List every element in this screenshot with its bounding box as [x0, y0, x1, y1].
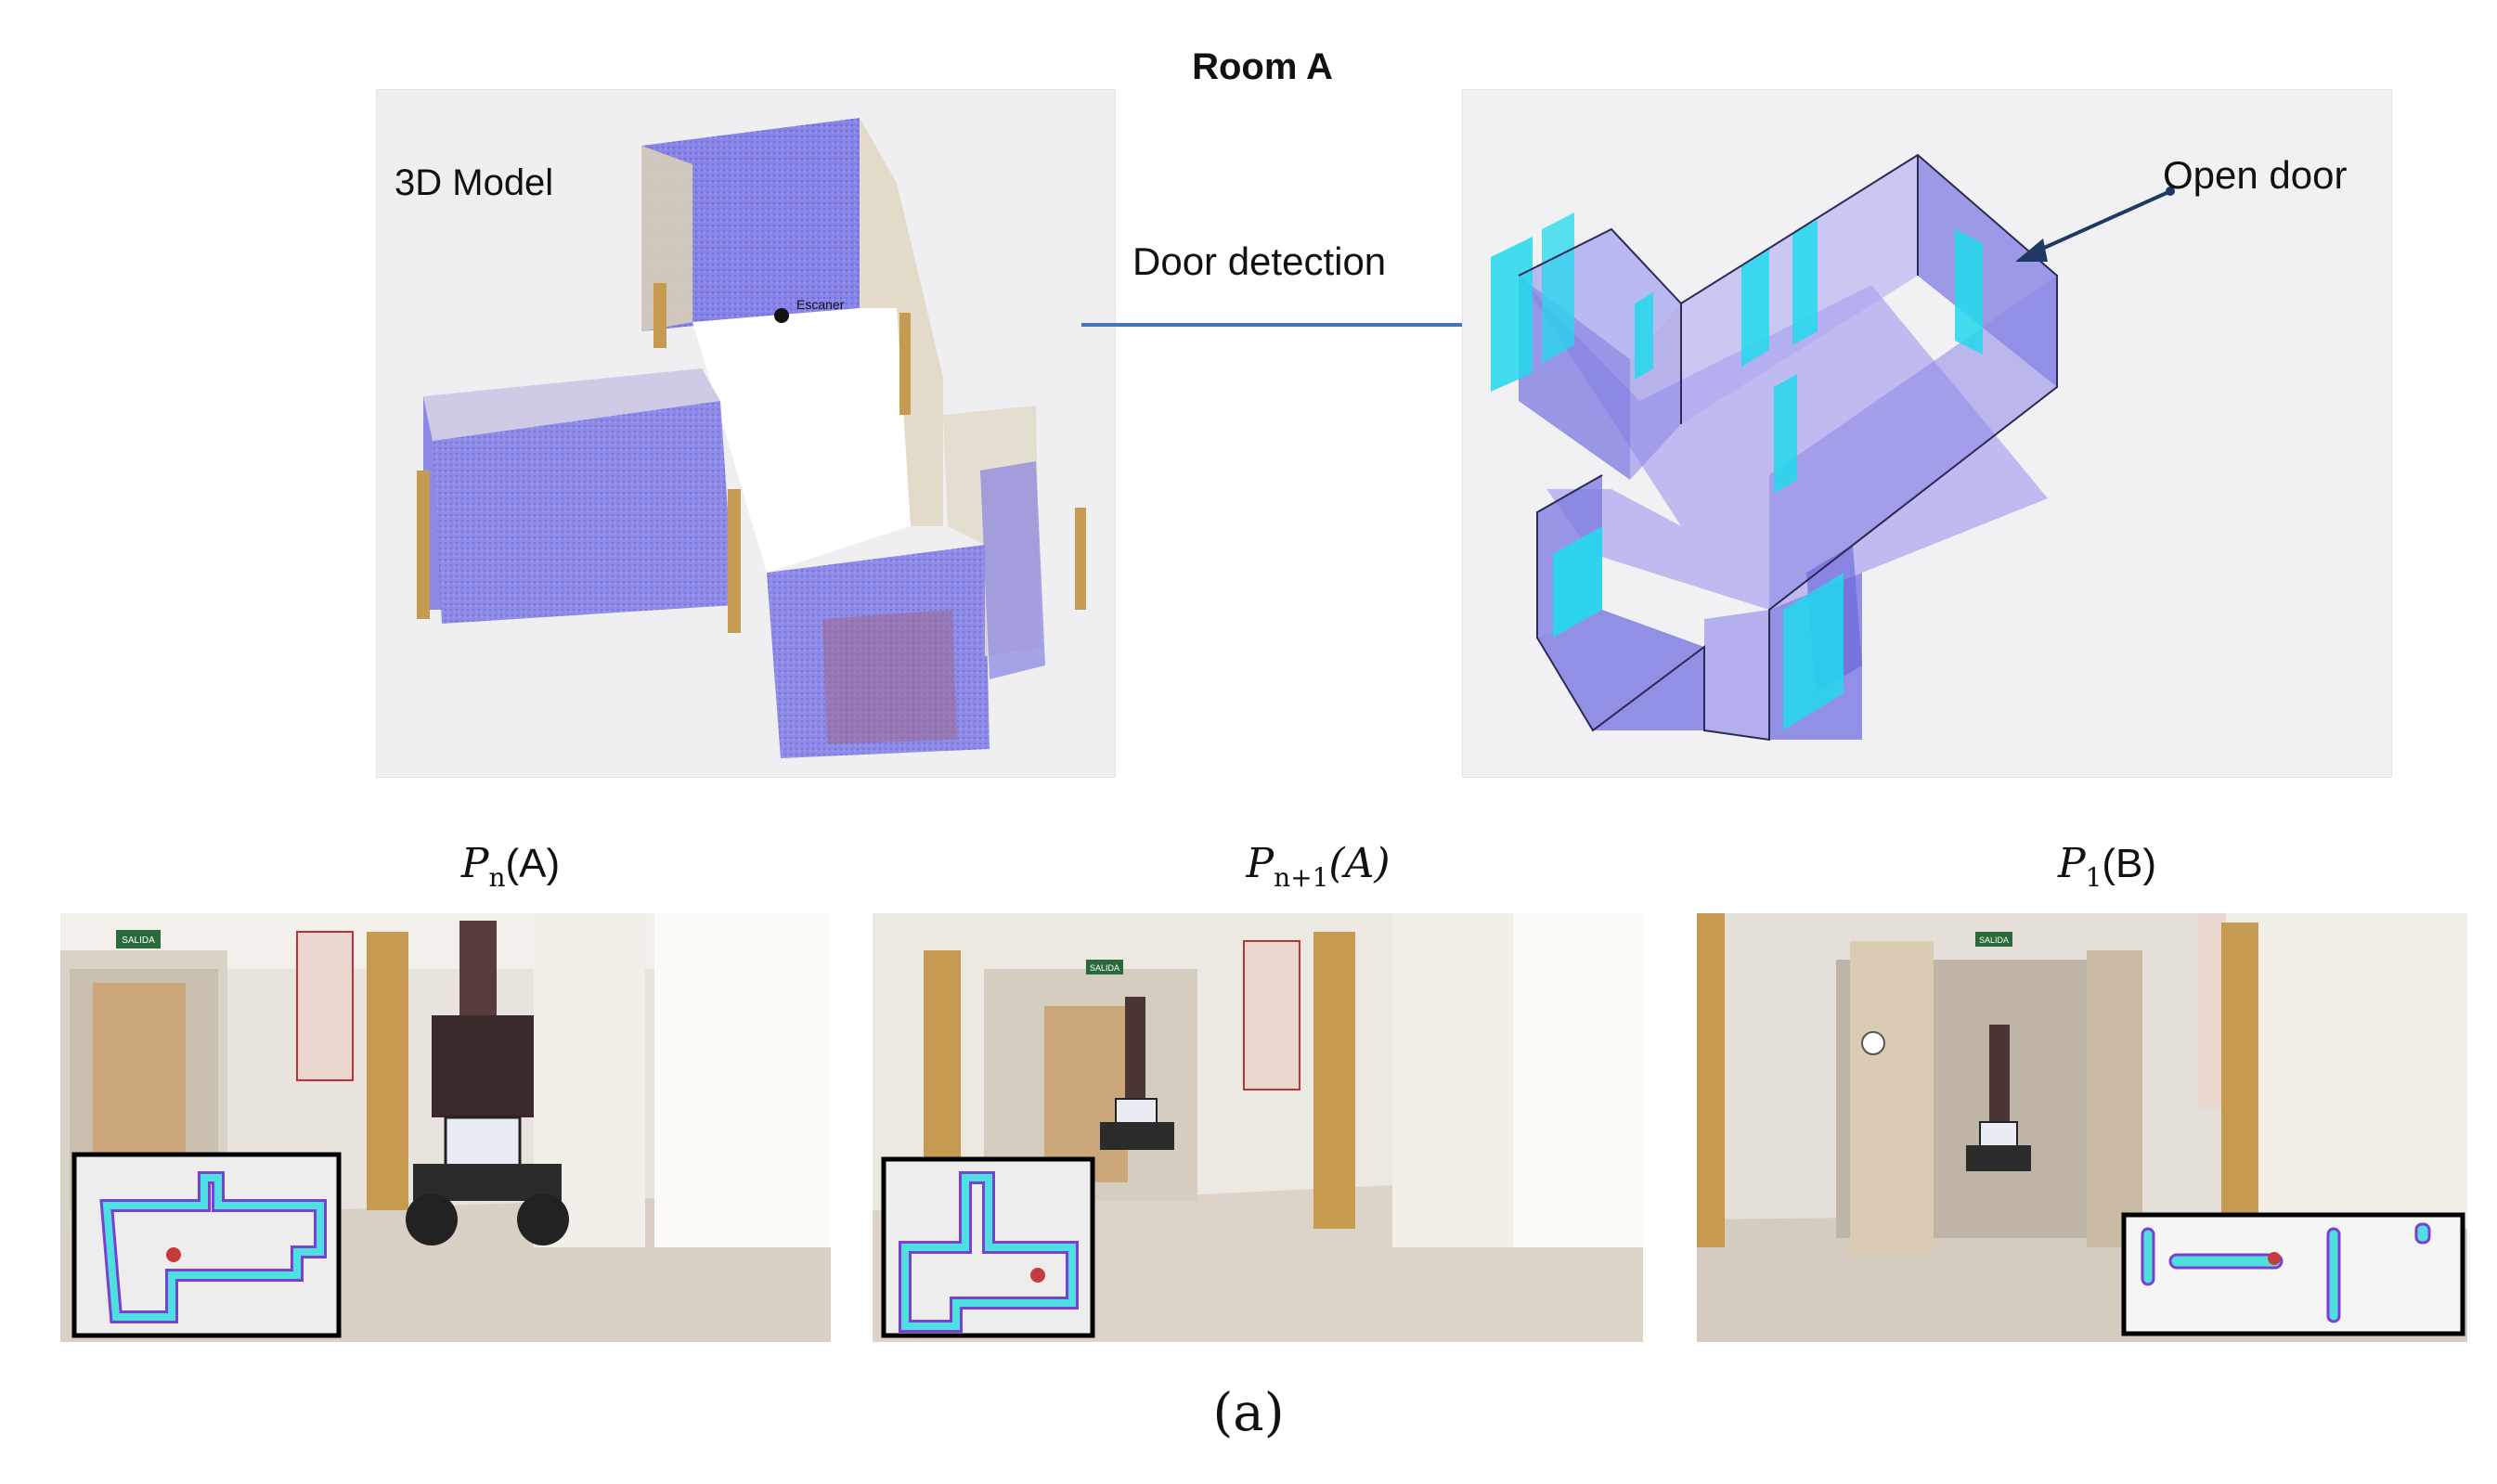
door-east [899, 313, 911, 415]
photo-title-1: Pn(A) [460, 840, 561, 893]
wall-top-left [423, 368, 720, 441]
door-corridor-1 [1635, 292, 1653, 380]
photo-title-3: P1(B) [2057, 840, 2157, 893]
svg-text:SALIDA: SALIDA [122, 936, 155, 946]
model-3d-panel: Escaner [376, 89, 1116, 778]
door-left-2 [1542, 213, 1574, 364]
wall-north [641, 118, 860, 331]
room-box-model [1491, 153, 2175, 742]
point-cloud-model: Escaner [417, 118, 1086, 758]
wall-lower-left [1537, 610, 1704, 730]
figure-caption: (a) [1212, 1383, 1285, 1443]
door-end [1955, 229, 1983, 355]
door-left-1 [1491, 237, 1533, 392]
door-corridor-3 [1792, 220, 1818, 345]
door-annex [1075, 508, 1086, 610]
wall-inner-left [641, 146, 692, 331]
door-detection-label: Door detection [1132, 239, 1387, 283]
photo-p1-b: SALIDA [1697, 913, 2467, 1342]
door-detection-panel [1462, 89, 2392, 778]
wall-west-room [433, 401, 734, 624]
open-door-leaf [1850, 941, 1934, 1257]
svg-text:SALIDA: SALIDA [1979, 936, 2009, 945]
door-south-left [728, 489, 741, 633]
open-door-arrow [2033, 190, 2169, 254]
wall-corridor-front [1769, 276, 2057, 610]
photo-pn1-a: SALIDA [873, 913, 1643, 1342]
door-lower-3 [1783, 573, 1844, 730]
figure-title: Room A [1192, 46, 1333, 87]
door-north-left [653, 283, 666, 348]
scanner-marker [774, 308, 789, 323]
door-lower-2 [1774, 374, 1797, 494]
svg-text:SALIDA: SALIDA [1090, 963, 1119, 973]
photo-title-2: Pn+1(A) [1246, 840, 1391, 893]
door-detection-arrow [1081, 316, 1481, 334]
door-west [417, 471, 430, 619]
scanner-label: Escaner [796, 297, 845, 312]
floor [692, 308, 911, 573]
model-3d-label: 3D Model [395, 162, 554, 203]
door-corridor-2 [1741, 250, 1769, 367]
door-lower-1 [1553, 526, 1602, 638]
photo-pn-a: SALIDA [60, 913, 831, 1342]
open-door-label: Open door [2163, 153, 2348, 197]
inset-map-3 [2121, 1212, 2465, 1336]
